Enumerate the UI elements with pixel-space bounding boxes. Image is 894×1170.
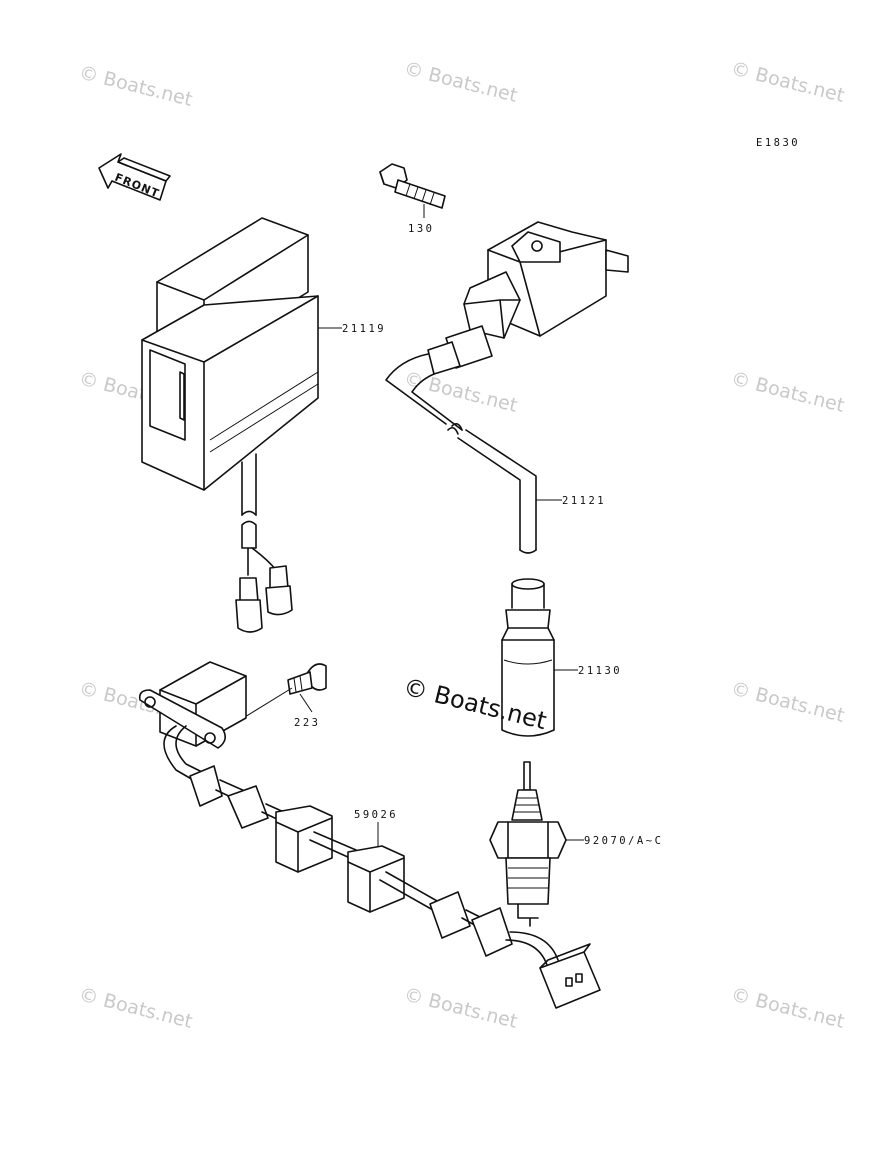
watermark: © Boats.net: [729, 984, 847, 1033]
watermark: © Boats.net: [402, 58, 520, 107]
bolt-part: [379, 163, 446, 218]
pickup-harness-part: [138, 661, 601, 1009]
watermark-layer: © Boats.net © Boats.net © Boats.net © Bo…: [77, 58, 847, 1033]
watermark: © Boats.net: [77, 984, 195, 1033]
diagram-code: E1830: [756, 137, 800, 149]
watermark: © Boats.net: [729, 368, 847, 417]
ignition-coil-part: [385, 221, 629, 554]
watermark: © Boats.net: [402, 368, 520, 417]
watermark: © Boats.net: [77, 62, 195, 111]
part-label-21130: 21130: [578, 665, 622, 677]
part-label-130: 130: [408, 223, 434, 235]
plug-cap-part: [501, 578, 578, 737]
part-label-92070: 92070/A~C: [584, 835, 663, 847]
watermark: © Boats.net: [729, 678, 847, 727]
igniter-part: [141, 217, 342, 633]
watermark: © Boats.net: [729, 58, 847, 107]
screw-part: [287, 663, 327, 713]
front-arrow-icon: FRONT: [98, 153, 171, 201]
part-label-59026: 59026: [354, 809, 398, 821]
spark-plug-part: [489, 761, 584, 927]
part-label-21121: 21121: [562, 495, 606, 507]
part-label-223: 223: [294, 717, 320, 729]
watermark: © Boats.net: [402, 984, 520, 1033]
part-label-21119: 21119: [342, 323, 386, 335]
